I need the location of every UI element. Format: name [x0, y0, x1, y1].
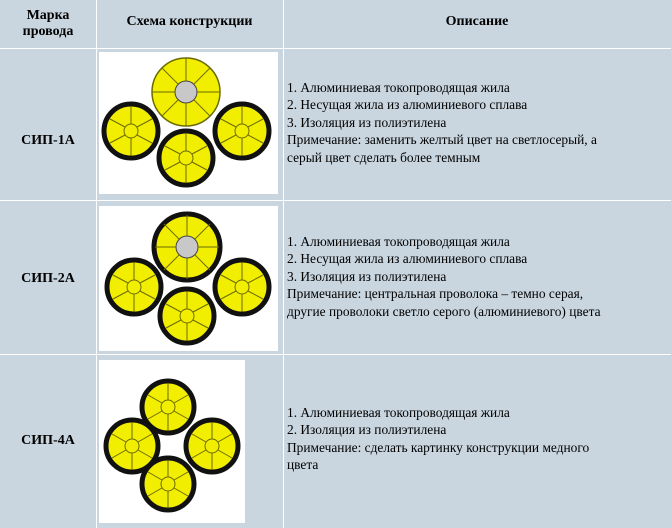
description-sip-2a: 1. Алюминиевая токопроводящая жила 2. Не… — [287, 233, 667, 320]
description-note: серый цвет сделать более темным — [287, 149, 481, 165]
description-line: 2. Изоляция из полиэтилена — [287, 422, 447, 438]
phase-core — [183, 417, 241, 475]
phase-core — [139, 378, 197, 436]
cable-diagram-svg — [101, 57, 272, 188]
phase-core — [139, 455, 197, 513]
brand-sip-4a: СИП-4А — [21, 433, 75, 448]
bearing-core — [151, 211, 223, 283]
phase-core — [101, 101, 161, 161]
header-brand-line2: провода — [22, 24, 74, 39]
column-divider — [283, 0, 284, 528]
description-line: 3. Изоляция из полиэтилена — [287, 268, 447, 284]
bearing-core — [151, 57, 221, 127]
header-description: Описание — [445, 14, 509, 29]
phase-core — [103, 417, 161, 475]
description-note: Примечание: сделать картинку конструкции… — [287, 439, 590, 455]
description-note: Примечание: заменить желтый цвет на свет… — [287, 132, 597, 148]
description-line: 1. Алюминиевая токопроводящая жила — [287, 80, 510, 95]
brand-sip-2a: СИП-2А — [21, 271, 75, 286]
phase-core — [104, 257, 164, 317]
description-line: 2. Несущая жила из алюминиевого сплава — [287, 251, 528, 267]
description-line: 2. Несущая жила из алюминиевого сплава — [287, 97, 528, 113]
phase-core — [156, 128, 216, 188]
description-sip-1a: 1. Алюминиевая токопроводящая жила 2. Не… — [287, 79, 667, 166]
header-brand: Марка провода — [0, 8, 96, 40]
phase-core — [212, 257, 272, 317]
row-divider — [0, 354, 671, 355]
phase-core — [157, 286, 217, 346]
description-note: цвета — [287, 457, 319, 473]
description-line: 3. Изоляция из полиэтилена — [287, 114, 447, 130]
description-note: другие проволоки светло серого (алюминие… — [287, 303, 601, 319]
description-line: 1. Алюминиевая токопроводящая жила — [287, 234, 510, 249]
cable-diagram-svg — [104, 211, 272, 346]
header-divider — [0, 48, 671, 49]
header-brand-line1: Марка — [26, 8, 70, 23]
column-divider — [96, 0, 97, 528]
description-note: Примечание: центральная проволока – темн… — [287, 286, 584, 302]
brand-sip-1a: СИП-1А — [21, 133, 75, 148]
description-line: 1. Алюминиевая токопроводящая жила — [287, 405, 510, 420]
cable-diagram-sip-1a — [99, 52, 278, 194]
cable-diagram-svg — [103, 378, 241, 513]
phase-core — [212, 101, 272, 161]
cable-diagram-sip-2a — [99, 206, 278, 351]
row-divider — [0, 200, 671, 201]
header-scheme: Схема конструкции — [126, 14, 253, 29]
description-sip-4a: 1. Алюминиевая токопроводящая жила 2. Из… — [287, 404, 667, 474]
cable-diagram-sip-4a — [99, 360, 245, 523]
